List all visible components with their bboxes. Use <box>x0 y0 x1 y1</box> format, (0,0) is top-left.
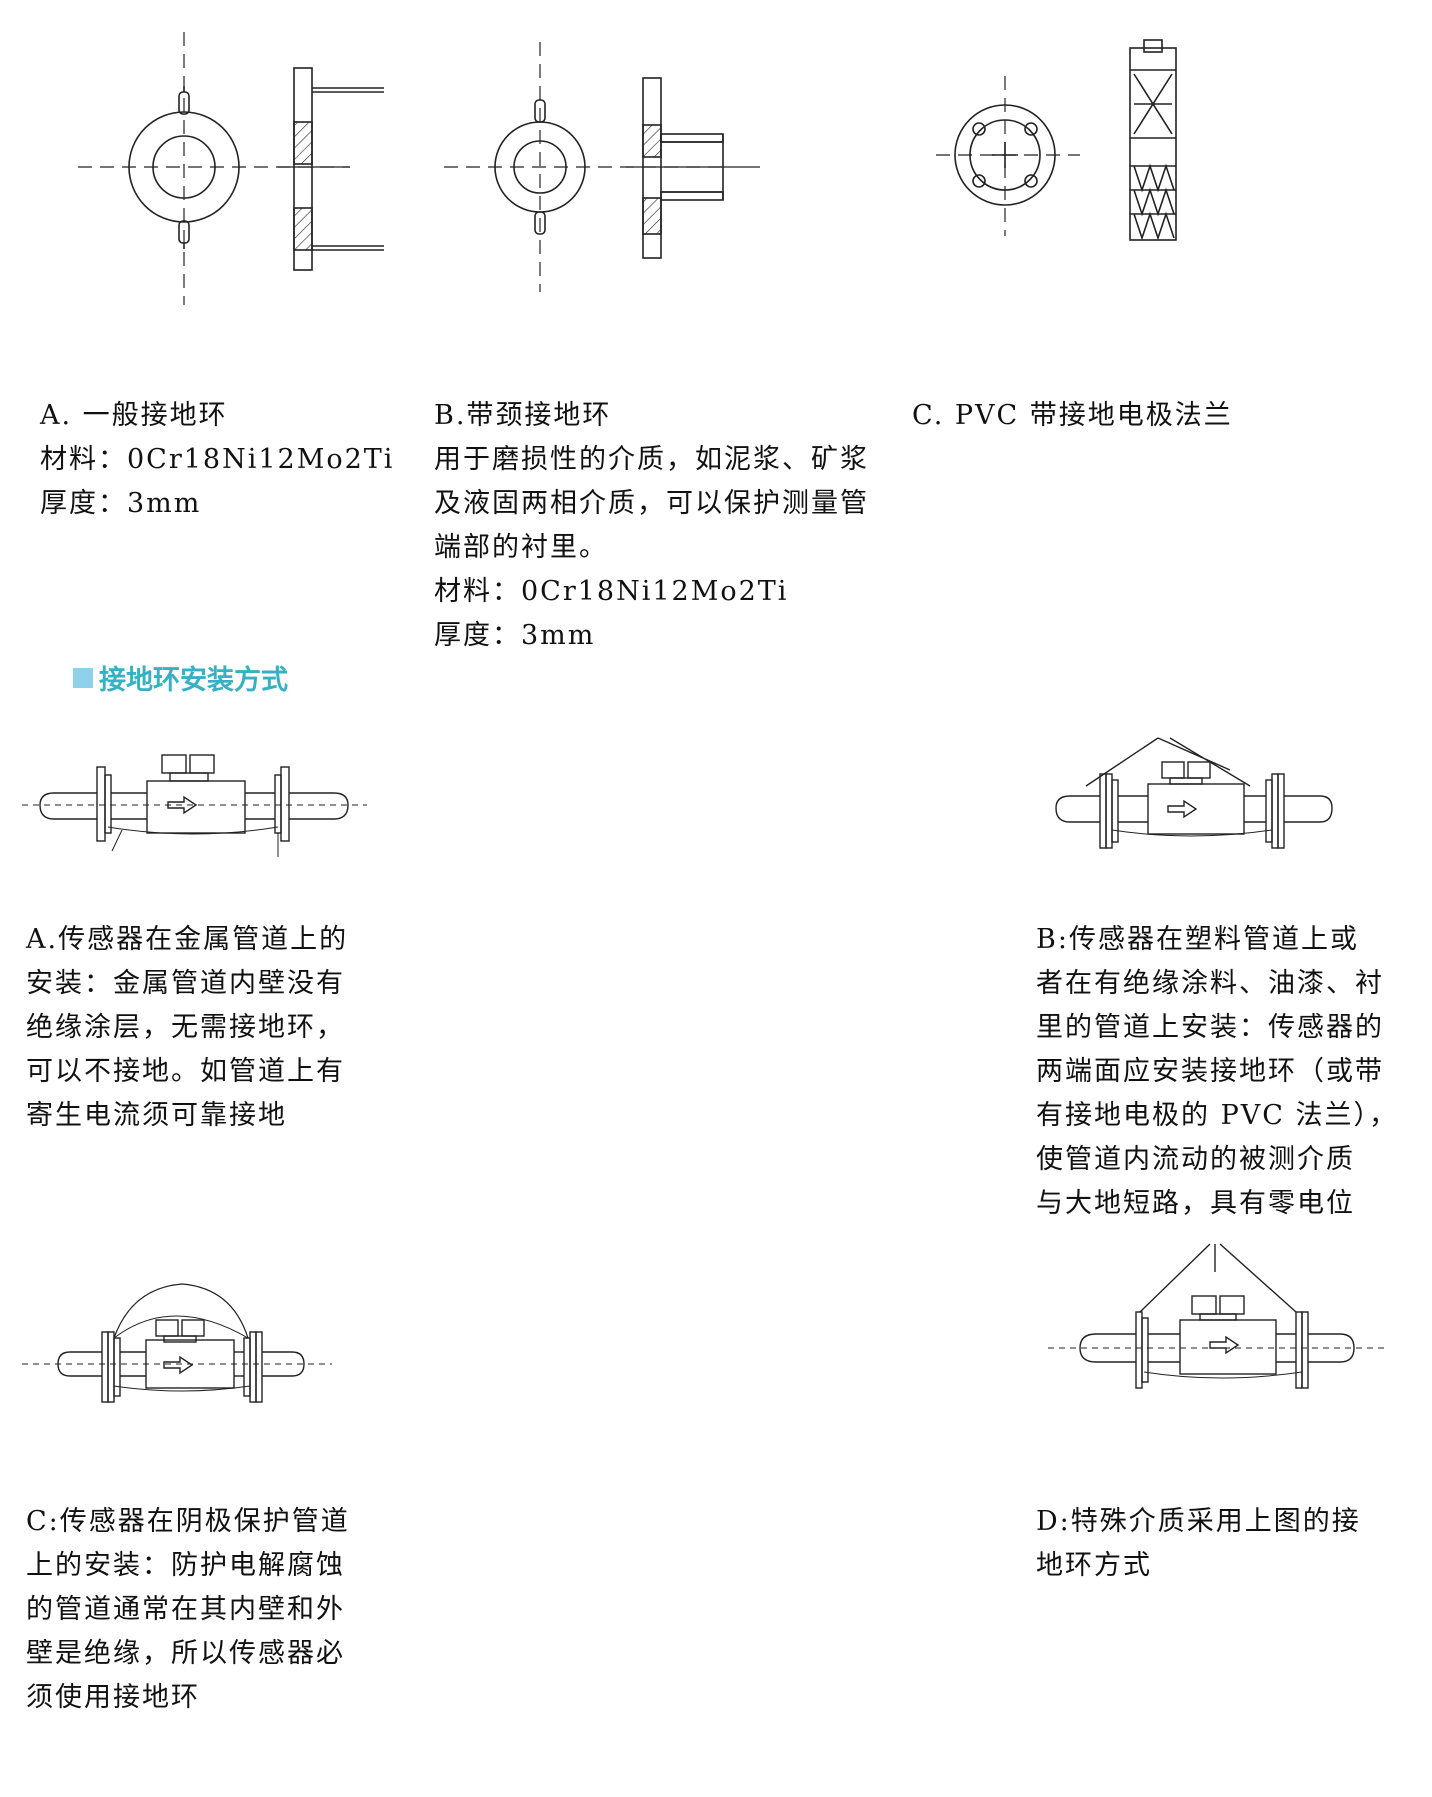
install-c-line: 须使用接地环 <box>26 1682 200 1713</box>
ring-c-caption: C. PVC 带接地电极法兰 <box>912 394 1233 438</box>
install-c-line: 的管道通常在其内壁和外 <box>26 1594 345 1625</box>
ring-b-caption: B.带颈接地环 用于磨损性的介质，如泥浆、矿浆 及液固两相介质，可以保护测量管 … <box>434 394 869 658</box>
ring-b-title: B.带颈接地环 <box>434 400 612 431</box>
install-d-caption: D:特殊介质采用上图的接 地环方式 <box>1036 1500 1361 1588</box>
install-c-line: C:传感器在阴极保护管道 <box>26 1506 350 1537</box>
install-c-line: 壁是绝缘，所以传感器必 <box>26 1638 345 1669</box>
install-c-caption: C:传感器在阴极保护管道 上的安装：防护电解腐蚀 的管道通常在其内壁和外 壁是绝… <box>26 1500 350 1720</box>
install-d-line: 地环方式 <box>1036 1550 1152 1581</box>
install-section-heading: 接地环安装方式 <box>73 658 288 697</box>
install-b-line: B:传感器在塑料管道上或 <box>1036 924 1359 955</box>
ring-c-title: C. PVC 带接地电极法兰 <box>912 400 1233 431</box>
install-a-line: 绝缘涂层，无需接地环， <box>26 1012 345 1043</box>
ring-b-line: 用于磨损性的介质，如泥浆、矿浆 <box>434 444 869 475</box>
install-b-line: 者在有绝缘涂料、油漆、衬 <box>1036 968 1384 999</box>
install-c-diagram <box>22 1283 332 1403</box>
install-b-line: 两端面应安装接地环（或带 <box>1036 1056 1384 1087</box>
ring-c-drawing <box>936 39 1177 241</box>
install-b-diagram <box>1055 737 1333 849</box>
install-b-line: 与大地短路，具有零电位 <box>1036 1188 1355 1219</box>
ring-a-material: 材料：0Cr18Ni12Mo2Ti <box>40 444 395 475</box>
ring-a-thickness: 厚度：3mm <box>40 488 202 519</box>
install-a-diagram <box>22 754 367 857</box>
heading-square-icon <box>73 667 93 688</box>
ring-a-drawing <box>78 32 384 305</box>
ring-b-thickness: 厚度：3mm <box>434 620 596 651</box>
install-a-line: 寄生电流须可靠接地 <box>26 1100 287 1131</box>
install-b-line: 里的管道上安装：传感器的 <box>1036 1012 1384 1043</box>
install-d-diagram <box>1048 1243 1385 1389</box>
ring-a-caption: A. 一般接地环 材料：0Cr18Ni12Mo2Ti 厚度：3mm <box>40 394 394 526</box>
ring-b-line: 端部的衬里。 <box>434 532 608 563</box>
install-a-caption: A.传感器在金属管道上的 安装：金属管道内壁没有 绝缘涂层，无需接地环， 可以不… <box>26 918 348 1138</box>
ring-b-line: 及液固两相介质，可以保护测量管 <box>434 488 869 519</box>
install-a-line: 安装：金属管道内壁没有 <box>26 968 345 999</box>
ring-a-title: A. 一般接地环 <box>40 400 228 431</box>
install-d-line: D:特殊介质采用上图的接 <box>1036 1506 1361 1537</box>
install-b-line: 使管道内流动的被测介质 <box>1036 1144 1355 1175</box>
install-a-line: 可以不接地。如管道上有 <box>26 1056 345 1087</box>
install-b-line: 有接地电极的 PVC 法兰）， <box>1036 1100 1398 1131</box>
install-c-line: 上的安装：防护电解腐蚀 <box>26 1550 345 1581</box>
install-a-line: A.传感器在金属管道上的 <box>26 924 349 955</box>
ring-b-drawing <box>444 42 760 292</box>
ring-b-material: 材料：0Cr18Ni12Mo2Ti <box>434 576 789 607</box>
install-section-title: 接地环安装方式 <box>99 665 288 696</box>
install-b-caption: B:传感器在塑料管道上或 者在有绝缘涂料、油漆、衬 里的管道上安装：传感器的 两… <box>1036 918 1398 1226</box>
